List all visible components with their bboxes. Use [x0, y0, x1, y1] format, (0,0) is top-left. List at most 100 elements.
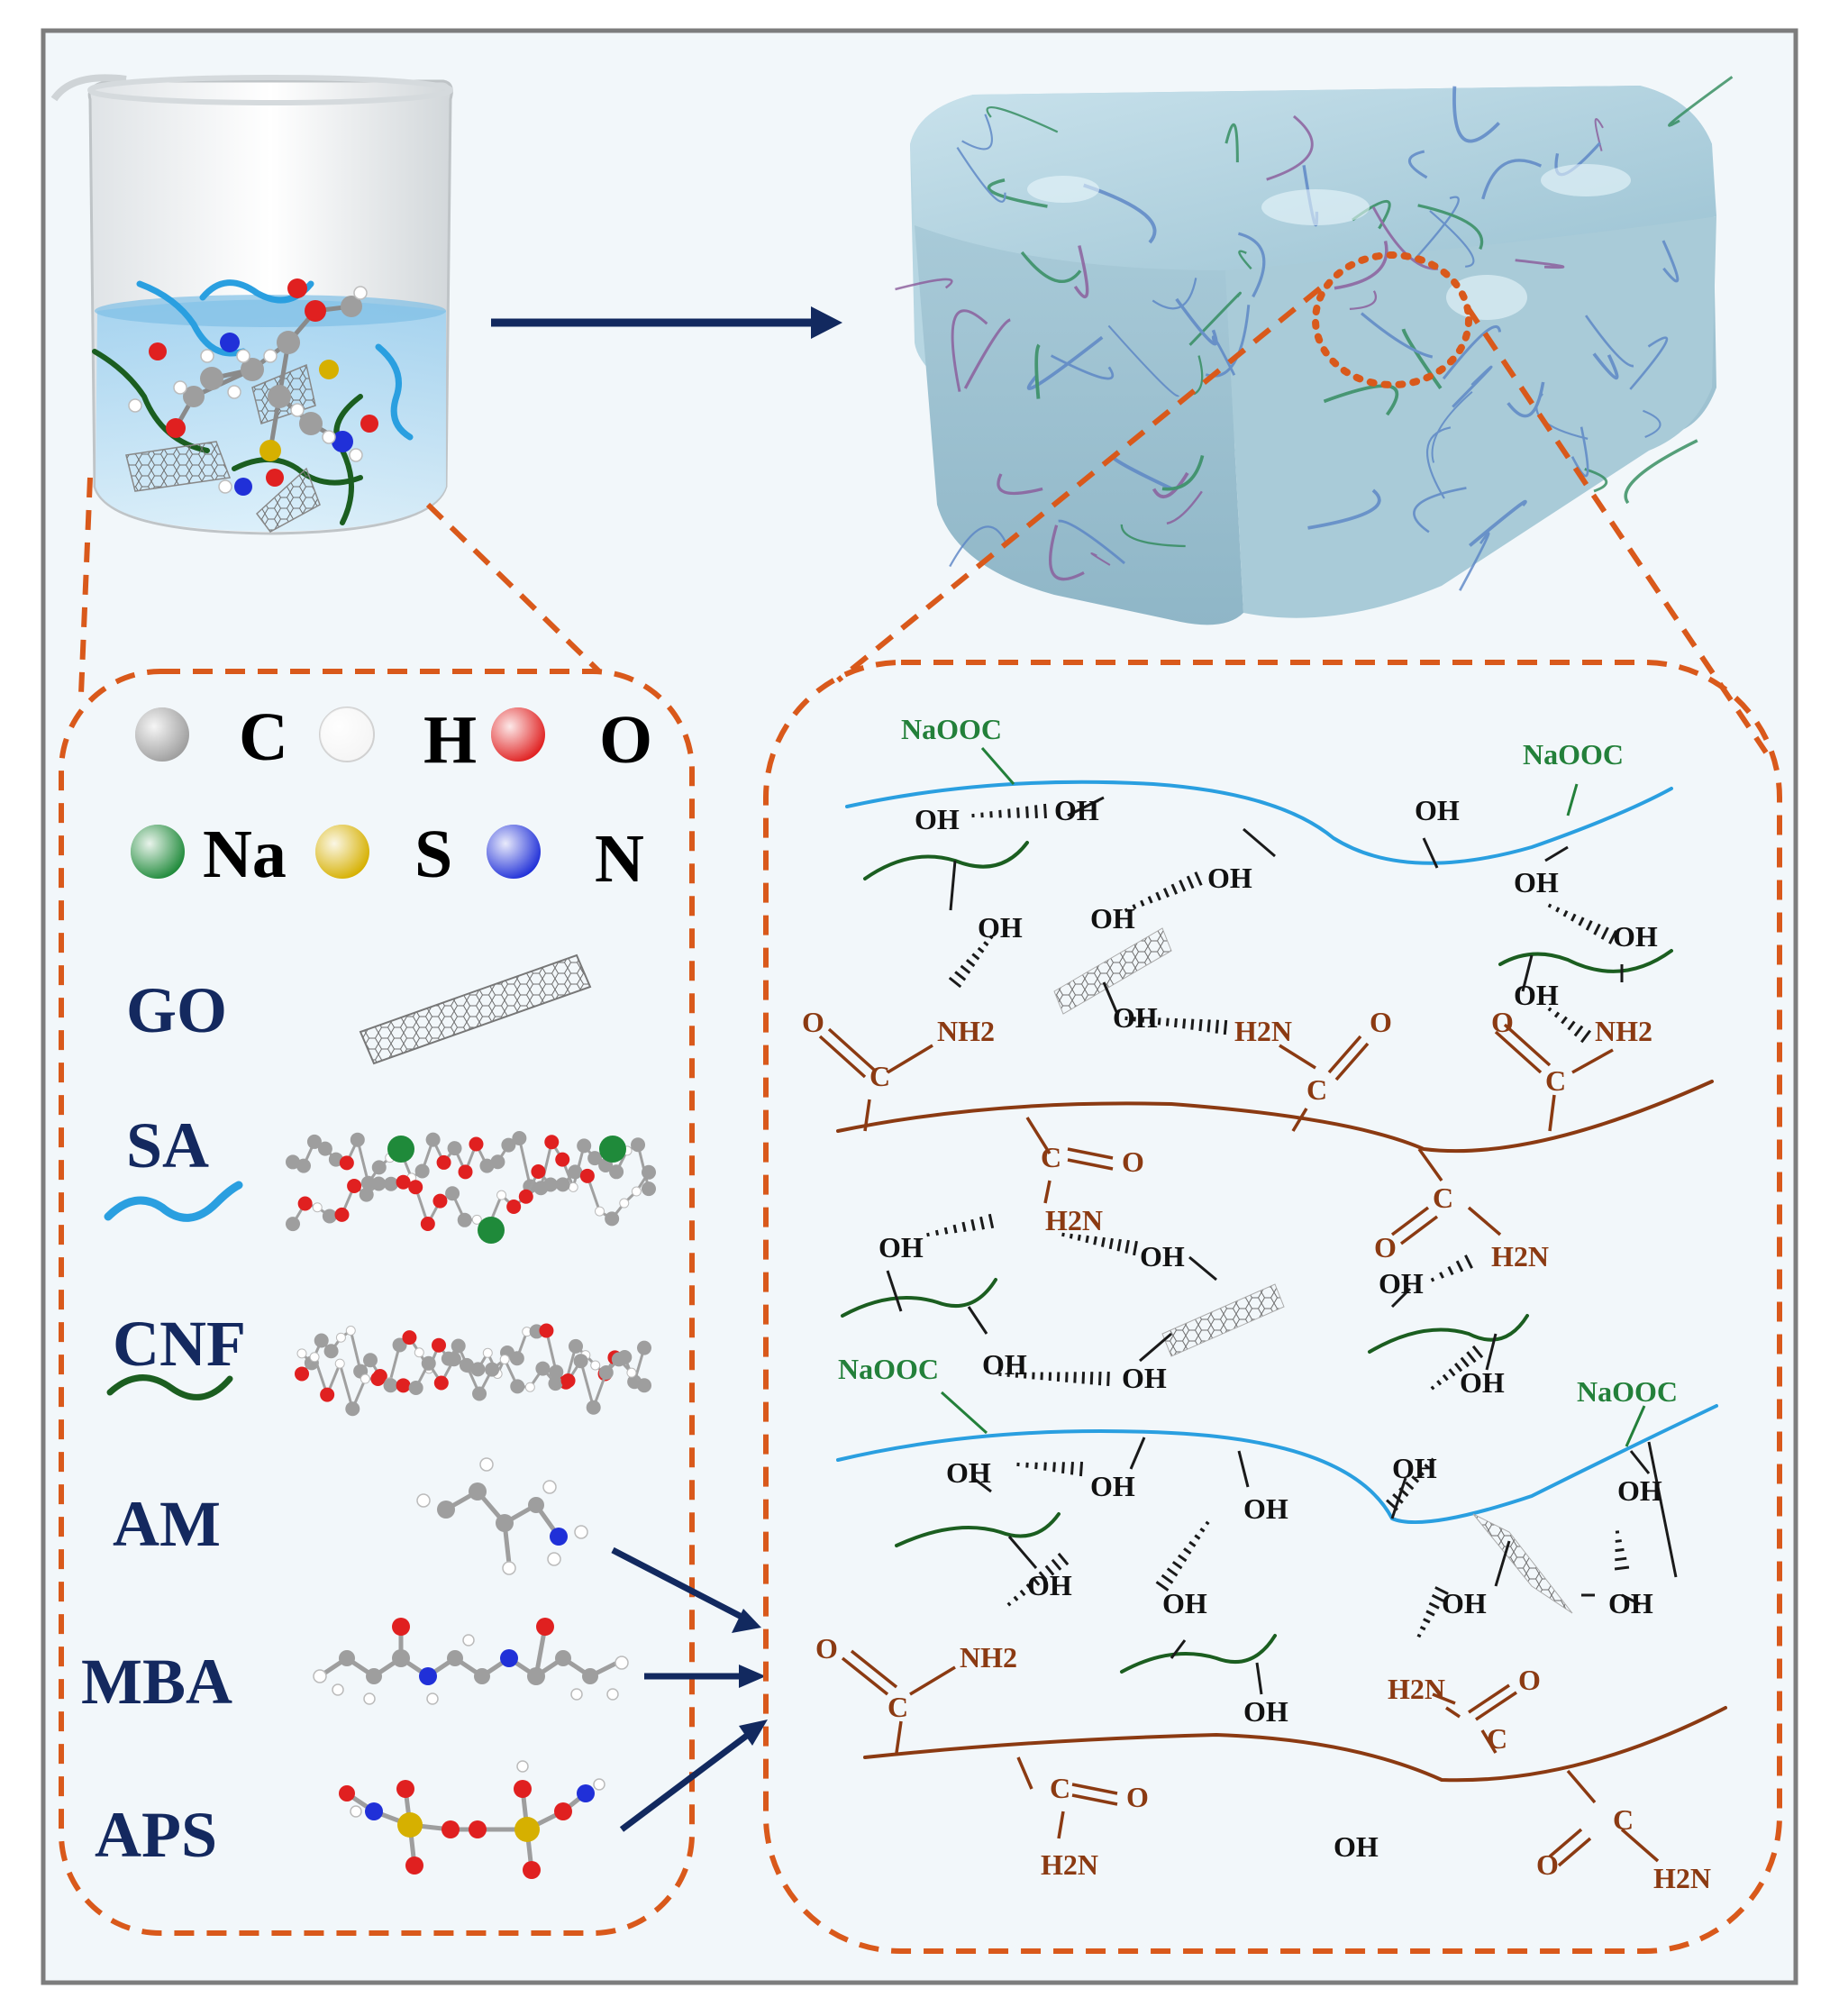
- h2n-group-label: H2N: [1234, 1015, 1292, 1047]
- oh-group-label: OH: [1113, 1001, 1158, 1034]
- naooc-label: NaOOC: [1523, 738, 1624, 771]
- carbon-label: C: [1545, 1064, 1566, 1097]
- carbon-label: C: [1433, 1181, 1453, 1214]
- oh-group-label: OH: [1415, 794, 1460, 826]
- legend-atom-na: Na: [131, 816, 287, 892]
- oh-group-label: OH: [1243, 1695, 1288, 1728]
- oh-group-label: OH: [946, 1456, 991, 1489]
- bond-sticks: [886, 796, 1678, 1695]
- oh-group-label: OH: [1090, 902, 1135, 935]
- atom-symbol-label: O: [599, 702, 652, 778]
- h2n-group-label: H2N: [1041, 1848, 1098, 1881]
- oh-group-label: OH: [1608, 1587, 1653, 1619]
- sa-chain-2: [836, 1404, 1718, 1525]
- atom-symbol-label: H: [423, 702, 477, 778]
- atom-symbol-label: S: [414, 816, 452, 892]
- oh-group-label: OH: [1379, 1267, 1424, 1300]
- cnf-fragment: [1120, 1634, 1277, 1674]
- component-label-cnf: CNF: [113, 1308, 246, 1380]
- cnf-fragment: [1368, 1314, 1529, 1354]
- component-label-mba: MBA: [81, 1646, 232, 1718]
- carbon-label: C: [1487, 1722, 1507, 1755]
- nh2-group-label: NH2: [937, 1015, 995, 1047]
- oh-group-label: OH: [1442, 1587, 1487, 1619]
- atom-symbol-label: C: [239, 699, 288, 775]
- carbon-label: C: [1050, 1772, 1070, 1804]
- legend-panel: [59, 669, 695, 1936]
- oh-group-label: OH: [1392, 1452, 1437, 1484]
- legend-atom-c: C: [135, 699, 288, 775]
- oh-group-label: OH: [978, 911, 1023, 944]
- atom-symbol-label: N: [595, 821, 644, 897]
- naooc-label: NaOOC: [1577, 1375, 1678, 1408]
- oxygen-label: O: [1518, 1664, 1541, 1696]
- component-label-sa: SA: [126, 1109, 209, 1181]
- oh-group-label: OH: [982, 1348, 1027, 1381]
- zoom-connectors: [78, 286, 1769, 754]
- network-graphene-sheets: [1053, 927, 1573, 1614]
- h2n-group-label: H2N: [1045, 1204, 1103, 1236]
- zoom-region-marker: [1312, 251, 1472, 388]
- oh-group-label: OH: [1054, 794, 1099, 826]
- network-panel: [763, 660, 1782, 1954]
- nh2-group-label: NH2: [1595, 1015, 1652, 1047]
- oh-group-label: OH: [1090, 1470, 1135, 1502]
- carbon-label: C: [869, 1060, 890, 1092]
- carbon-label: C: [1306, 1073, 1327, 1106]
- oh-group-label: OH: [1514, 866, 1559, 899]
- cnf-fragment: [895, 1512, 1061, 1547]
- amide-bonds: [818, 1023, 1660, 1867]
- cellulose-nanofiber-chain-icon: [106, 1374, 233, 1400]
- beaker: [50, 74, 453, 535]
- component-label-am: AM: [113, 1488, 221, 1560]
- oh-group-label: OH: [1140, 1240, 1185, 1273]
- mba-crosslinker-molecule-icon: [313, 1618, 629, 1705]
- naooc-label: NaOOC: [838, 1353, 939, 1385]
- legend-atom-s: S: [315, 816, 452, 892]
- oh-group-label: OH: [1514, 979, 1559, 1011]
- cnf-fragment: [841, 1278, 997, 1318]
- naooc-label: NaOOC: [901, 713, 1002, 745]
- cnf-fragment: [1498, 949, 1673, 973]
- oh-group-label: OH: [879, 1231, 924, 1263]
- atom-symbol-label: Na: [203, 816, 287, 892]
- oxygen-label: O: [1536, 1848, 1559, 1881]
- oh-group-label: OH: [1613, 920, 1658, 953]
- component-label-go: GO: [126, 974, 227, 1046]
- oxygen-label: O: [815, 1632, 838, 1665]
- graphene-oxide-sheet-icon: [359, 953, 592, 1065]
- naooc-leaders: [940, 747, 1646, 1447]
- oxygen-label: O: [1491, 1006, 1514, 1038]
- oxygen-label: O: [1370, 1006, 1392, 1038]
- pam-chain-2: [863, 1706, 1727, 1783]
- sodium-alginate-chain-icon: [104, 1181, 243, 1222]
- oh-group-label: OH: [915, 803, 960, 835]
- legend-atom-n: N: [487, 821, 644, 897]
- legend-atom-o: O: [491, 702, 652, 778]
- ammonium-persulfate-molecule-icon: [339, 1760, 605, 1879]
- acrylamide-molecule-icon: [416, 1457, 588, 1575]
- oxygen-label: O: [1374, 1231, 1397, 1263]
- sodium-alginate-molecule-model: [286, 1131, 656, 1244]
- nh2-group-label: NH2: [960, 1641, 1017, 1674]
- oxygen-label: O: [802, 1006, 824, 1038]
- component-label-aps: APS: [95, 1799, 217, 1871]
- h2n-group-label: H2N: [1491, 1240, 1549, 1273]
- oh-group-label: OH: [1243, 1492, 1288, 1525]
- oxygen-label: O: [1122, 1145, 1144, 1178]
- reagent-arrowheads: [732, 1609, 768, 1746]
- hydrogel-block: [895, 76, 1734, 625]
- oh-group-label: OH: [1460, 1366, 1505, 1399]
- h2n-group-label: H2N: [1653, 1862, 1711, 1894]
- oh-group-label: OH: [1334, 1830, 1379, 1863]
- oh-group-label: OH: [1617, 1474, 1662, 1507]
- reagent-arrows: [611, 1546, 751, 1832]
- process-arrow: [491, 306, 842, 339]
- oh-group-label: OH: [1207, 862, 1252, 894]
- oh-group-label: OH: [1027, 1569, 1072, 1601]
- sa-chain-1: [845, 780, 1673, 865]
- pam-chain-1: [836, 1080, 1714, 1154]
- network-backbones: [836, 780, 1727, 1783]
- carbon-label: C: [888, 1691, 908, 1723]
